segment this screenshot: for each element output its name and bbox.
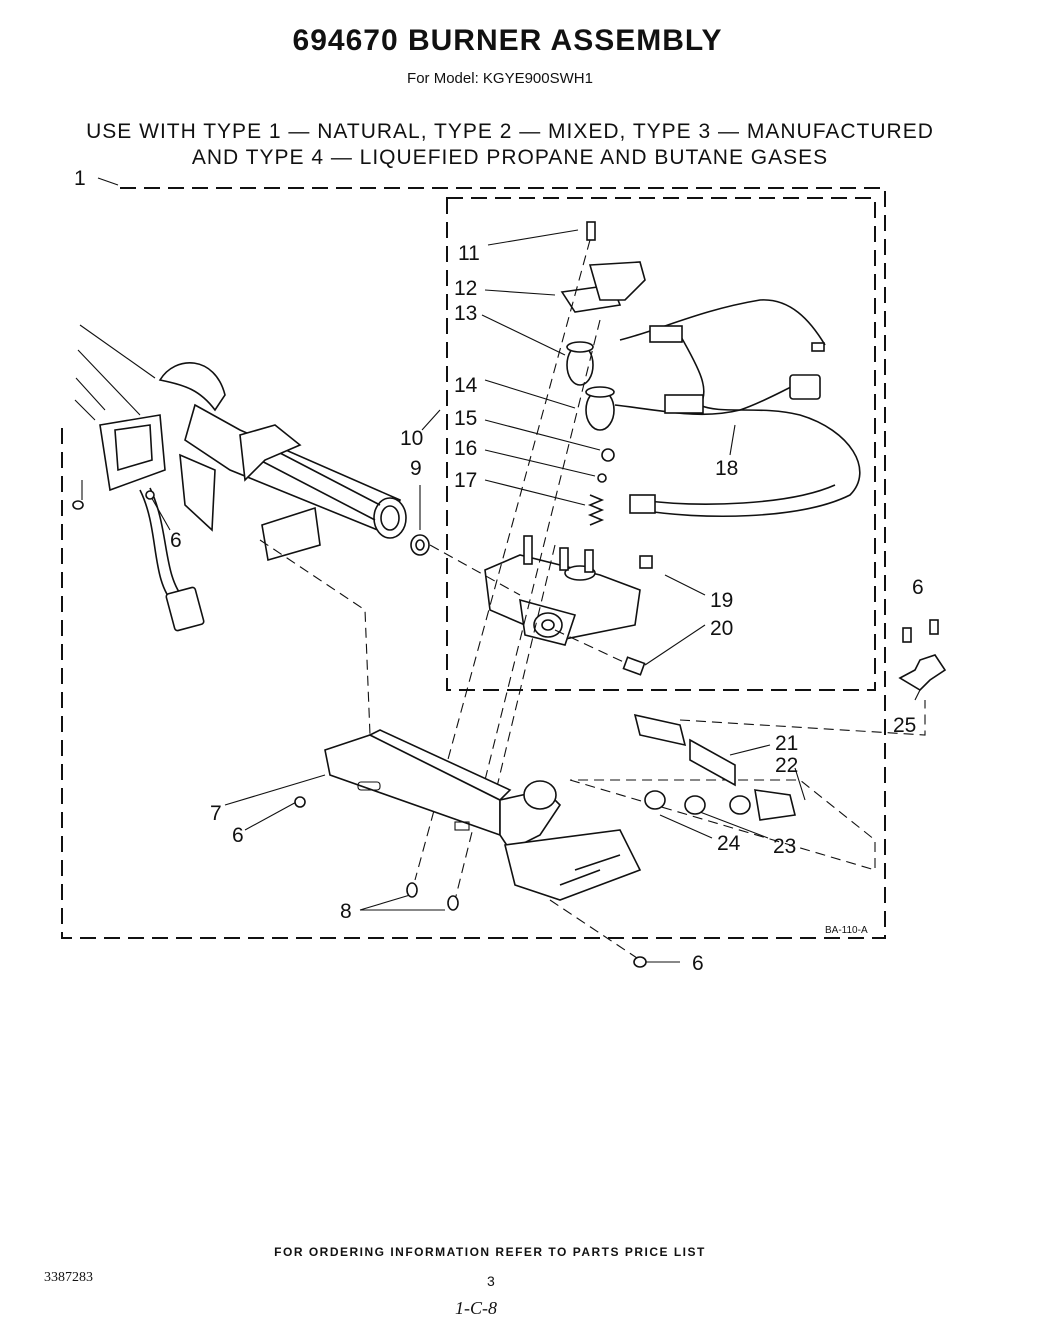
gas-valve-part [484,535,641,646]
callout-16: 16 [454,437,477,460]
handwritten-code: 1-C-8 [455,1298,497,1318]
callout-10: 10 [400,427,423,450]
outer-assembly-boundary [61,187,886,939]
ordering-info-note: FOR ORDERING INFORMATION REFER TO PARTS … [274,1245,706,1259]
clamp-part [898,619,947,692]
valve-group-boundary [446,197,876,691]
igniter-bracket-part [99,414,216,632]
callout-leaders [74,177,926,963]
callout-19: 19 [710,589,733,612]
callout-25: 25 [893,714,916,737]
page-number: 3 [487,1273,495,1289]
callout-13: 13 [454,302,477,325]
callout-9: 9 [410,457,422,480]
callout-21: 21 [775,732,798,755]
fitting-parts [633,713,796,821]
document-number: 3387283 [44,1270,93,1285]
callout-14: 14 [454,374,478,397]
callout-6-bracket: 6 [232,824,244,847]
wiring-harness-part [614,299,861,518]
diagram-code: BA-110-A [825,925,868,936]
page-title: 694670 BURNER ASSEMBLY [292,24,723,57]
callout-15: 15 [454,407,477,430]
orifice-part [410,534,430,556]
gas-type-note-line-1: USE WITH TYPE 1 — NATURAL, TYPE 2 — MIXE… [86,120,934,143]
callout-24: 24 [717,832,741,855]
callout-23: 23 [773,835,796,858]
callout-1: 1 [74,167,86,190]
gas-type-note-line-2: AND TYPE 4 — LIQUEFIED PROPANE AND BUTAN… [191,146,829,169]
valve-stack-parts [560,221,646,526]
callout-20: 20 [710,617,733,640]
callout-22: 22 [775,754,798,777]
burner-tube-part [158,362,407,539]
burner-assembly-diagram: 1 11 12 13 14 15 16 17 18 10 9 6 19 20 6… [61,167,947,975]
model-subtitle: For Model: KGYE900SWH1 [407,70,593,87]
callout-18: 18 [715,457,738,480]
callout-6-bottom: 6 [692,952,704,975]
callout-8: 8 [340,900,352,923]
callout-12: 12 [454,277,477,300]
callout-11: 11 [458,242,480,265]
callout-7: 7 [210,802,222,825]
shield-plate-part [261,506,321,562]
callout-6-left: 6 [170,529,182,552]
mounting-bracket-part [324,729,642,901]
callout-6-right: 6 [912,576,924,599]
screw-parts [72,490,653,968]
callout-17: 17 [454,469,477,492]
